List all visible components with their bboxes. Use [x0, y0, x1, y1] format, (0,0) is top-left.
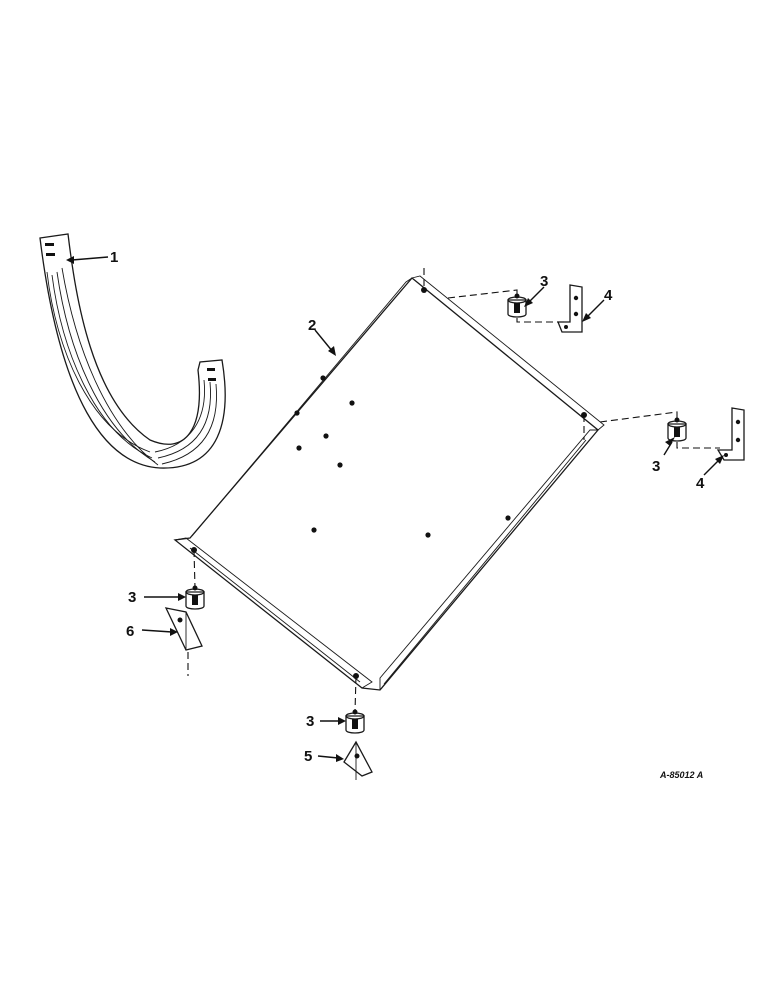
mounting-plate-part [173, 275, 605, 691]
callout-mount-right: 3 [652, 437, 675, 475]
callout-label: 3 [540, 273, 548, 290]
bracket-left-part [164, 607, 203, 651]
rubber-mount-top [507, 293, 527, 318]
callout-bracket-bottom: 5 [304, 748, 344, 765]
callout-bracket-right: 4 [696, 455, 724, 492]
rubber-mount-right [667, 417, 687, 442]
callout-label: 4 [696, 475, 705, 492]
callout-mount-bottom: 3 [306, 713, 346, 730]
bracket-bottom-part [343, 740, 373, 780]
callout-label: 5 [304, 748, 312, 765]
figure-code: A-85012 A [659, 770, 703, 780]
callout-plate: 2 [308, 317, 336, 356]
callout-label: 6 [126, 623, 134, 640]
curved-strap-part [39, 233, 226, 469]
rubber-mount-bottom [345, 709, 365, 734]
rubber-mount-left [185, 585, 205, 610]
callout-label: 3 [128, 589, 136, 606]
callout-label: 2 [308, 317, 316, 334]
callout-bracket-top: 4 [582, 287, 613, 322]
assembly-lines [187, 268, 720, 713]
callout-label: 3 [652, 458, 660, 475]
callout-bracket-left: 6 [126, 623, 178, 640]
callout-strap: 1 [66, 249, 118, 266]
callout-label: 4 [604, 287, 613, 304]
callout-mount-top: 3 [524, 273, 548, 307]
angle-bracket-top [557, 284, 583, 333]
callout-label: 3 [306, 713, 314, 730]
callout-label: 1 [110, 249, 118, 266]
angle-bracket-right [716, 407, 745, 461]
callout-mount-left: 3 [128, 589, 186, 606]
